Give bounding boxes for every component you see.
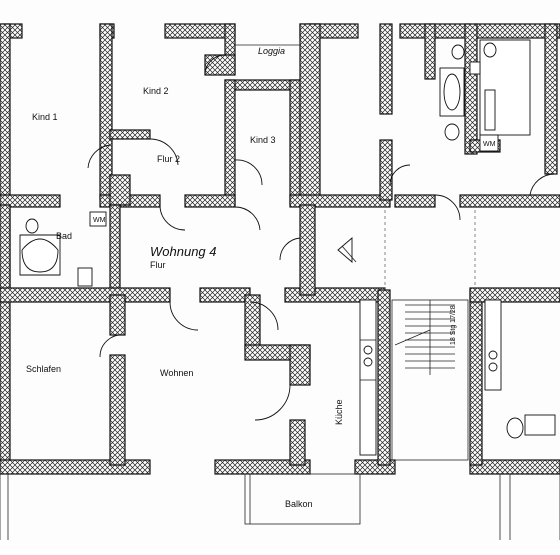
apartment-title: Wohnung 4 xyxy=(150,244,217,259)
room-loggia: Loggia xyxy=(258,46,285,56)
room-bad: Bad xyxy=(56,231,72,241)
room-wohnen: Wohnen xyxy=(160,368,193,378)
label-wm-right: WM xyxy=(483,141,496,148)
room-schlafen: Schlafen xyxy=(26,364,61,374)
bathroom-fixtures xyxy=(19,39,556,439)
room-flur-2: Flur 2 xyxy=(157,154,180,164)
label-stairs: 18 Stg 17/28 xyxy=(450,305,457,345)
label-wm-bad: WM xyxy=(93,217,106,224)
room-kind-2: Kind 2 xyxy=(143,86,169,96)
stairwell xyxy=(384,210,476,461)
doors xyxy=(87,54,556,421)
kitchen-fixtures xyxy=(359,299,502,456)
room-balkon: Balkon xyxy=(285,499,313,509)
room-labels: Kind 1 Kind 2 Loggia Kind 3 Flur 2 Bad W… xyxy=(26,46,496,509)
outdoor-areas xyxy=(0,44,560,540)
room-kind-3: Kind 3 xyxy=(250,135,276,145)
room-kueche: Küche xyxy=(334,399,344,425)
north-arrow-icon xyxy=(337,237,357,263)
interior-walls xyxy=(0,23,560,466)
room-kind-1: Kind 1 xyxy=(32,112,58,122)
room-flur: Flur xyxy=(150,260,166,270)
